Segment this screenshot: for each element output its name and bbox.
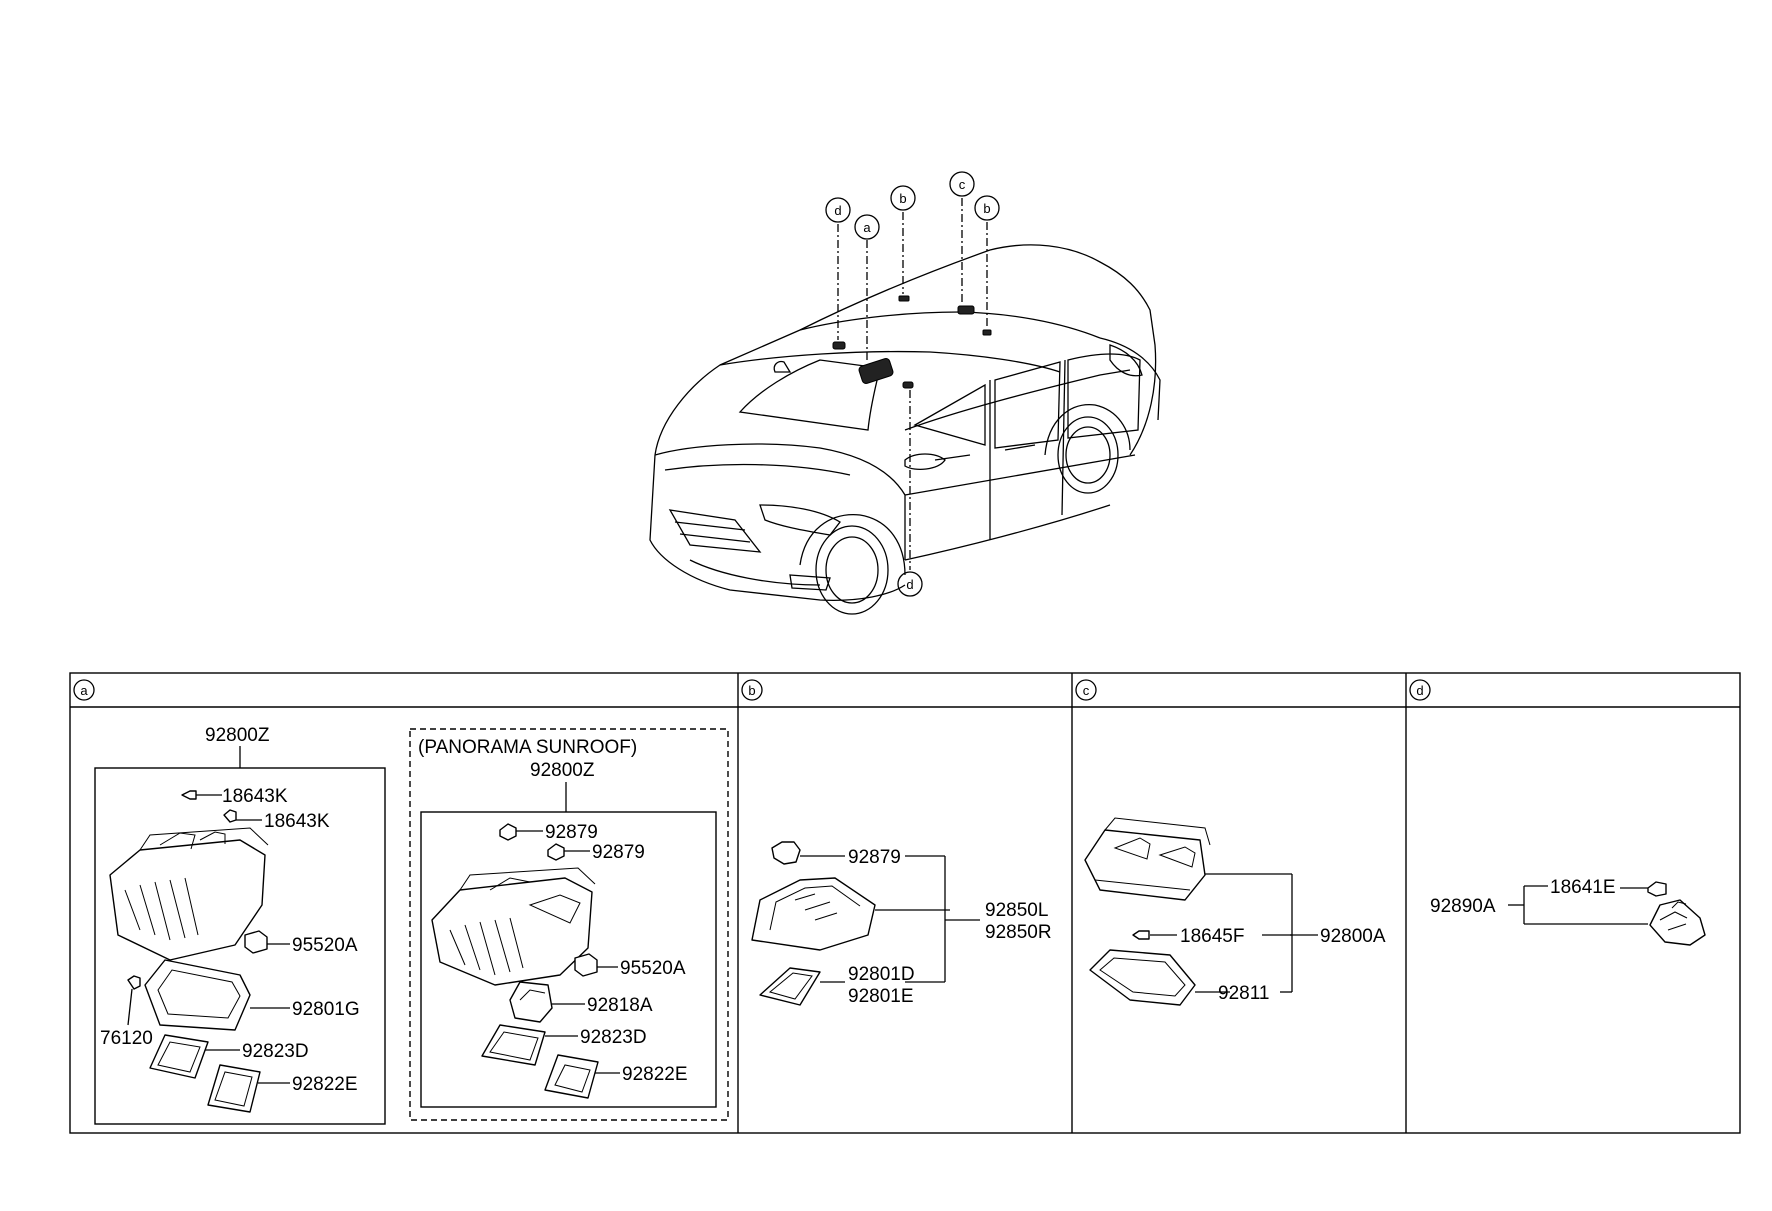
car-outline (649, 244, 1161, 615)
svg-text:b: b (899, 191, 906, 206)
section-header-b: b (741, 679, 763, 701)
callout-d-top: d (825, 197, 851, 223)
svg-text:92822E: 92822E (622, 1064, 688, 1085)
panorama-title: (PANORAMA SUNROOF) (418, 737, 637, 758)
clip-92879-b: 92879 (771, 841, 901, 868)
section-a-panorama: (PANORAMA SUNROOF) 92800Z 92879 92879 95… (409, 728, 729, 1121)
svg-text:d: d (834, 203, 841, 218)
roof-lamp-marker-b-front (898, 295, 910, 302)
svg-text:92822E: 92822E (292, 1074, 358, 1095)
section-header-a: a (73, 679, 95, 701)
roof-lamp-marker-c (957, 305, 975, 315)
cover-92822e: 92822E (207, 1064, 358, 1113)
roof-lamp-marker-b-rear (982, 329, 992, 336)
roof-lamp-marker-d-left (832, 341, 846, 350)
roof-lamp-marker-a (858, 358, 894, 384)
svg-text:18643K: 18643K (264, 811, 330, 832)
svg-text:92823D: 92823D (580, 1027, 647, 1048)
switch-95520a-pano: 95520A (574, 953, 686, 979)
part-number-92800Z: 92800Z (205, 725, 270, 746)
room-lamp-92800a (1084, 817, 1292, 901)
bulb-18641e (1620, 881, 1667, 897)
cover-92823d: 92823D (149, 1034, 309, 1079)
part-number-92850R: 92850R (985, 922, 1052, 943)
section-b: 92879 92850L 92850R 92801D 92801E (751, 841, 1052, 1007)
svg-text:92818A: 92818A (587, 995, 653, 1016)
svg-text:76120: 76120 (100, 1028, 153, 1049)
console-housing (109, 827, 269, 961)
svg-text:18645F: 18645F (1180, 926, 1244, 947)
svg-text:b: b (983, 201, 990, 216)
part-number-92801D: 92801D (848, 964, 915, 985)
section-a-standard: 92800Z 18643K 18643K 95520A (94, 725, 386, 1125)
callout-a: a (854, 214, 880, 240)
lens-92801g: 92801G (144, 959, 360, 1031)
part-number-92890A: 92890A (1430, 896, 1496, 917)
part-number-92800Z-pano: 92800Z (530, 760, 595, 781)
switch-95520a: 95520A (244, 930, 358, 956)
part-number-18641E: 18641E (1550, 877, 1616, 898)
bulb-18643k-1: 18643K (181, 786, 288, 807)
lens-92811: 92811 (1089, 949, 1269, 1006)
svg-text:a: a (80, 683, 88, 698)
section-header-c: c (1075, 679, 1097, 701)
svg-text:92823D: 92823D (242, 1041, 309, 1062)
parts-table: a b c d (69, 672, 1741, 1134)
svg-text:c: c (1083, 683, 1090, 698)
svg-text:92879: 92879 (848, 847, 901, 868)
bulb-18643k-2: 18643K (223, 809, 330, 832)
part-number-92850L: 92850L (985, 900, 1048, 921)
bulb-18645f: 18645F (1132, 926, 1244, 947)
clip-92879-pano-2: 92879 (547, 842, 645, 863)
svg-text:95520A: 95520A (292, 935, 358, 956)
bracket-92818a: 92818A (509, 981, 653, 1023)
console-housing-pano (431, 867, 596, 986)
socket-76120: 76120 (100, 975, 153, 1049)
part-number-92800A: 92800A (1320, 926, 1386, 947)
svg-text:18643K: 18643K (222, 786, 288, 807)
section-c: 18645F 92811 92800A (1084, 817, 1386, 1006)
vanity-lamp-92890a (1649, 899, 1706, 946)
part-number-92801E: 92801E (848, 986, 914, 1007)
svg-text:b: b (748, 683, 755, 698)
svg-text:a: a (863, 220, 871, 235)
svg-text:95520A: 95520A (620, 958, 686, 979)
lens-92801 (759, 967, 845, 1006)
roof-lamp-marker-d-right (902, 381, 914, 389)
svg-text:d: d (906, 577, 913, 592)
callout-b-rear: b (974, 195, 1000, 221)
map-lamp-92850 (751, 877, 950, 951)
svg-text:c: c (959, 177, 966, 192)
svg-text:92879: 92879 (592, 842, 645, 863)
svg-text:92879: 92879 (545, 822, 598, 843)
callout-b-front: b (890, 185, 916, 211)
callout-d-bottom: d (897, 571, 923, 597)
clip-92879-pano-1: 92879 (499, 822, 598, 843)
section-d: 92890A 18641E (1430, 877, 1706, 946)
cover-92823d-pano: 92823D (481, 1024, 647, 1066)
section-header-d: d (1409, 679, 1431, 701)
cover-92822e-pano: 92822E (544, 1054, 688, 1099)
car-overview: d a b c b d (649, 171, 1161, 615)
svg-text:92811: 92811 (1218, 983, 1269, 1004)
svg-text:d: d (1416, 683, 1423, 698)
callout-c: c (949, 171, 975, 197)
svg-text:92801G: 92801G (292, 999, 360, 1020)
